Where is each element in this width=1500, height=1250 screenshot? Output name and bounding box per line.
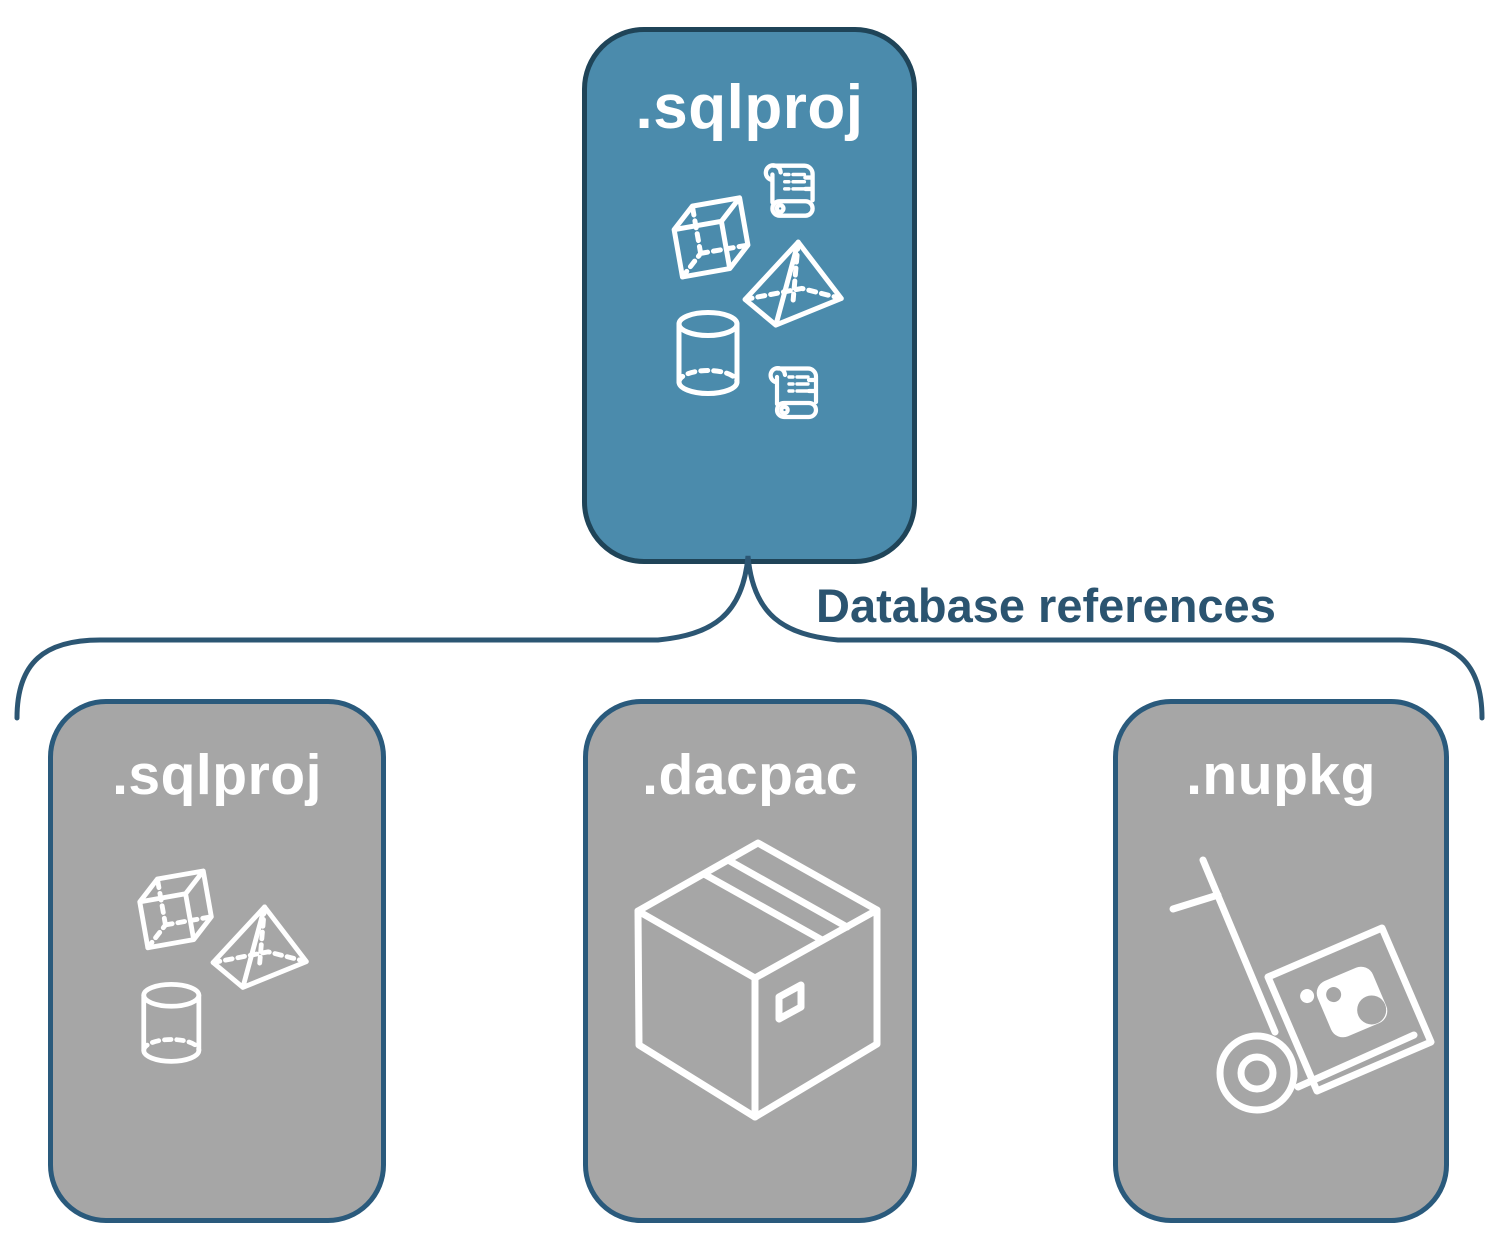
node-child-dacpac: .dacpac [583,699,917,1223]
connector-label: Database references [816,579,1276,632]
node-child-dacpac-label: .dacpac [642,743,858,807]
node-root-label: .sqlproj [635,73,864,142]
node-root-sqlproj: .sqlproj [582,27,917,564]
node-child-sqlproj: .sqlproj [48,699,386,1223]
node-child-nupkg-label: .nupkg [1186,743,1376,807]
node-child-sqlproj-label: .sqlproj [112,743,322,807]
node-child-nupkg: .nupkg [1113,699,1449,1223]
